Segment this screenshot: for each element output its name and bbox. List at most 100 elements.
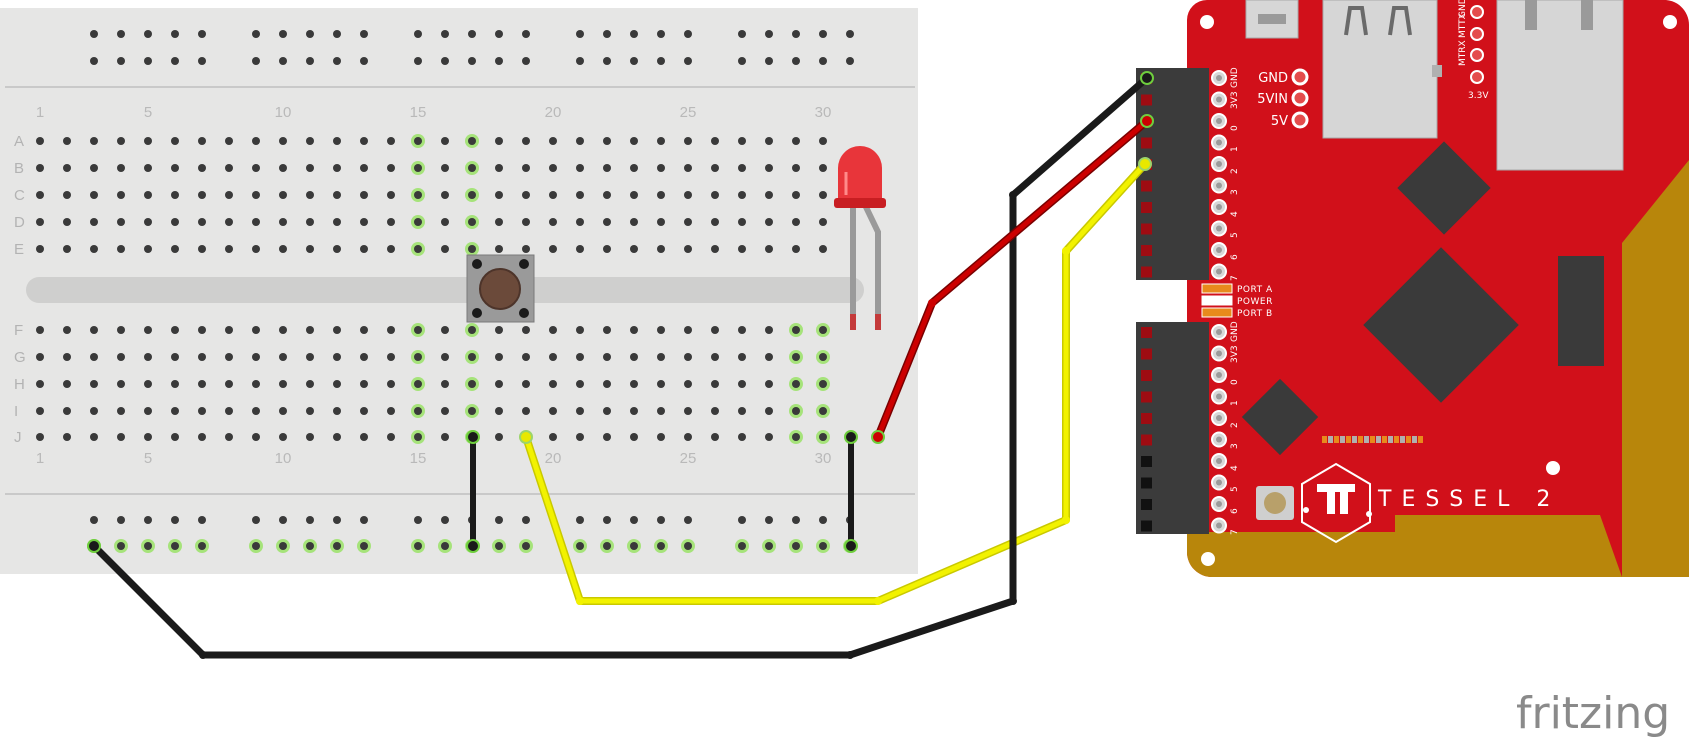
breadboard-hole[interactable] <box>738 30 746 38</box>
breadboard-hole[interactable] <box>711 191 719 199</box>
breadboard-hole[interactable] <box>360 407 368 415</box>
breadboard-hole[interactable] <box>630 542 638 550</box>
breadboard-hole[interactable] <box>225 137 233 145</box>
breadboard-hole[interactable] <box>711 407 719 415</box>
breadboard-hole[interactable] <box>198 326 206 334</box>
breadboard-hole[interactable] <box>90 164 98 172</box>
breadboard-hole[interactable] <box>603 245 611 253</box>
breadboard-hole[interactable] <box>90 353 98 361</box>
breadboard-hole[interactable] <box>738 245 746 253</box>
breadboard-hole[interactable] <box>495 30 503 38</box>
breadboard-hole[interactable] <box>333 164 341 172</box>
breadboard-hole[interactable] <box>252 380 260 388</box>
breadboard-hole[interactable] <box>603 516 611 524</box>
breadboard-hole[interactable] <box>441 164 449 172</box>
breadboard-hole[interactable] <box>549 326 557 334</box>
breadboard-hole[interactable] <box>765 326 773 334</box>
breadboard-hole[interactable] <box>414 380 422 388</box>
breadboard-hole[interactable] <box>387 164 395 172</box>
breadboard-hole[interactable] <box>576 516 584 524</box>
breadboard-hole[interactable] <box>549 137 557 145</box>
breadboard-hole[interactable] <box>792 245 800 253</box>
breadboard-hole[interactable] <box>333 380 341 388</box>
breadboard-hole[interactable] <box>765 407 773 415</box>
breadboard-hole[interactable] <box>684 326 692 334</box>
breadboard-hole[interactable] <box>198 380 206 388</box>
breadboard-hole[interactable] <box>279 433 287 441</box>
breadboard-hole[interactable] <box>306 542 314 550</box>
breadboard-hole[interactable] <box>360 30 368 38</box>
breadboard-hole[interactable] <box>306 191 314 199</box>
breadboard-hole[interactable] <box>117 245 125 253</box>
breadboard-hole[interactable] <box>414 353 422 361</box>
breadboard-hole[interactable] <box>765 30 773 38</box>
breadboard-hole[interactable] <box>63 137 71 145</box>
breadboard-hole[interactable] <box>279 326 287 334</box>
breadboard-hole[interactable] <box>387 326 395 334</box>
breadboard-hole[interactable] <box>387 245 395 253</box>
breadboard-hole[interactable] <box>279 353 287 361</box>
breadboard-hole[interactable] <box>603 30 611 38</box>
breadboard-hole[interactable] <box>117 326 125 334</box>
breadboard-hole[interactable] <box>765 380 773 388</box>
breadboard-hole[interactable] <box>360 542 368 550</box>
breadboard-hole[interactable] <box>306 516 314 524</box>
breadboard-hole[interactable] <box>144 516 152 524</box>
breadboard-hole[interactable] <box>360 57 368 65</box>
breadboard-hole[interactable] <box>549 218 557 226</box>
breadboard-hole[interactable] <box>711 137 719 145</box>
breadboard-hole[interactable] <box>765 245 773 253</box>
breadboard-hole[interactable] <box>522 245 530 253</box>
breadboard-hole[interactable] <box>792 326 800 334</box>
breadboard-hole[interactable] <box>576 326 584 334</box>
breadboard-hole[interactable] <box>306 137 314 145</box>
breadboard-hole[interactable] <box>468 353 476 361</box>
breadboard-hole[interactable] <box>441 57 449 65</box>
breadboard-hole[interactable] <box>333 353 341 361</box>
breadboard-hole[interactable] <box>684 407 692 415</box>
breadboard-hole[interactable] <box>495 380 503 388</box>
breadboard-hole[interactable] <box>225 218 233 226</box>
breadboard-hole[interactable] <box>333 407 341 415</box>
breadboard-hole[interactable] <box>576 433 584 441</box>
breadboard-hole[interactable] <box>225 245 233 253</box>
breadboard-hole[interactable] <box>792 407 800 415</box>
breadboard-hole[interactable] <box>306 433 314 441</box>
breadboard-hole[interactable] <box>90 516 98 524</box>
breadboard-hole[interactable] <box>171 353 179 361</box>
breadboard-hole[interactable] <box>630 137 638 145</box>
breadboard-hole[interactable] <box>684 191 692 199</box>
breadboard-hole[interactable] <box>117 137 125 145</box>
breadboard-hole[interactable] <box>225 433 233 441</box>
breadboard-hole[interactable] <box>144 164 152 172</box>
breadboard-hole[interactable] <box>576 191 584 199</box>
breadboard-hole[interactable] <box>252 218 260 226</box>
breadboard-hole[interactable] <box>765 218 773 226</box>
breadboard-hole[interactable] <box>117 191 125 199</box>
breadboard-hole[interactable] <box>198 433 206 441</box>
breadboard-hole[interactable] <box>36 191 44 199</box>
breadboard-hole[interactable] <box>738 218 746 226</box>
breadboard-hole[interactable] <box>711 433 719 441</box>
breadboard-hole[interactable] <box>441 326 449 334</box>
breadboard-hole[interactable] <box>819 516 827 524</box>
breadboard-hole[interactable] <box>630 516 638 524</box>
breadboard-hole[interactable] <box>684 433 692 441</box>
breadboard-hole[interactable] <box>441 542 449 550</box>
breadboard-hole[interactable] <box>792 191 800 199</box>
breadboard-hole[interactable] <box>468 326 476 334</box>
breadboard-hole[interactable] <box>117 542 125 550</box>
breadboard-hole[interactable] <box>495 191 503 199</box>
breadboard-hole[interactable] <box>252 164 260 172</box>
breadboard-hole[interactable] <box>441 30 449 38</box>
breadboard-hole[interactable] <box>711 218 719 226</box>
breadboard-hole[interactable] <box>495 218 503 226</box>
breadboard-hole[interactable] <box>522 326 530 334</box>
breadboard-hole[interactable] <box>765 164 773 172</box>
breadboard-hole[interactable] <box>306 218 314 226</box>
breadboard-hole[interactable] <box>630 407 638 415</box>
breadboard-hole[interactable] <box>819 380 827 388</box>
breadboard-hole[interactable] <box>495 164 503 172</box>
breadboard-hole[interactable] <box>252 516 260 524</box>
breadboard-hole[interactable] <box>495 57 503 65</box>
